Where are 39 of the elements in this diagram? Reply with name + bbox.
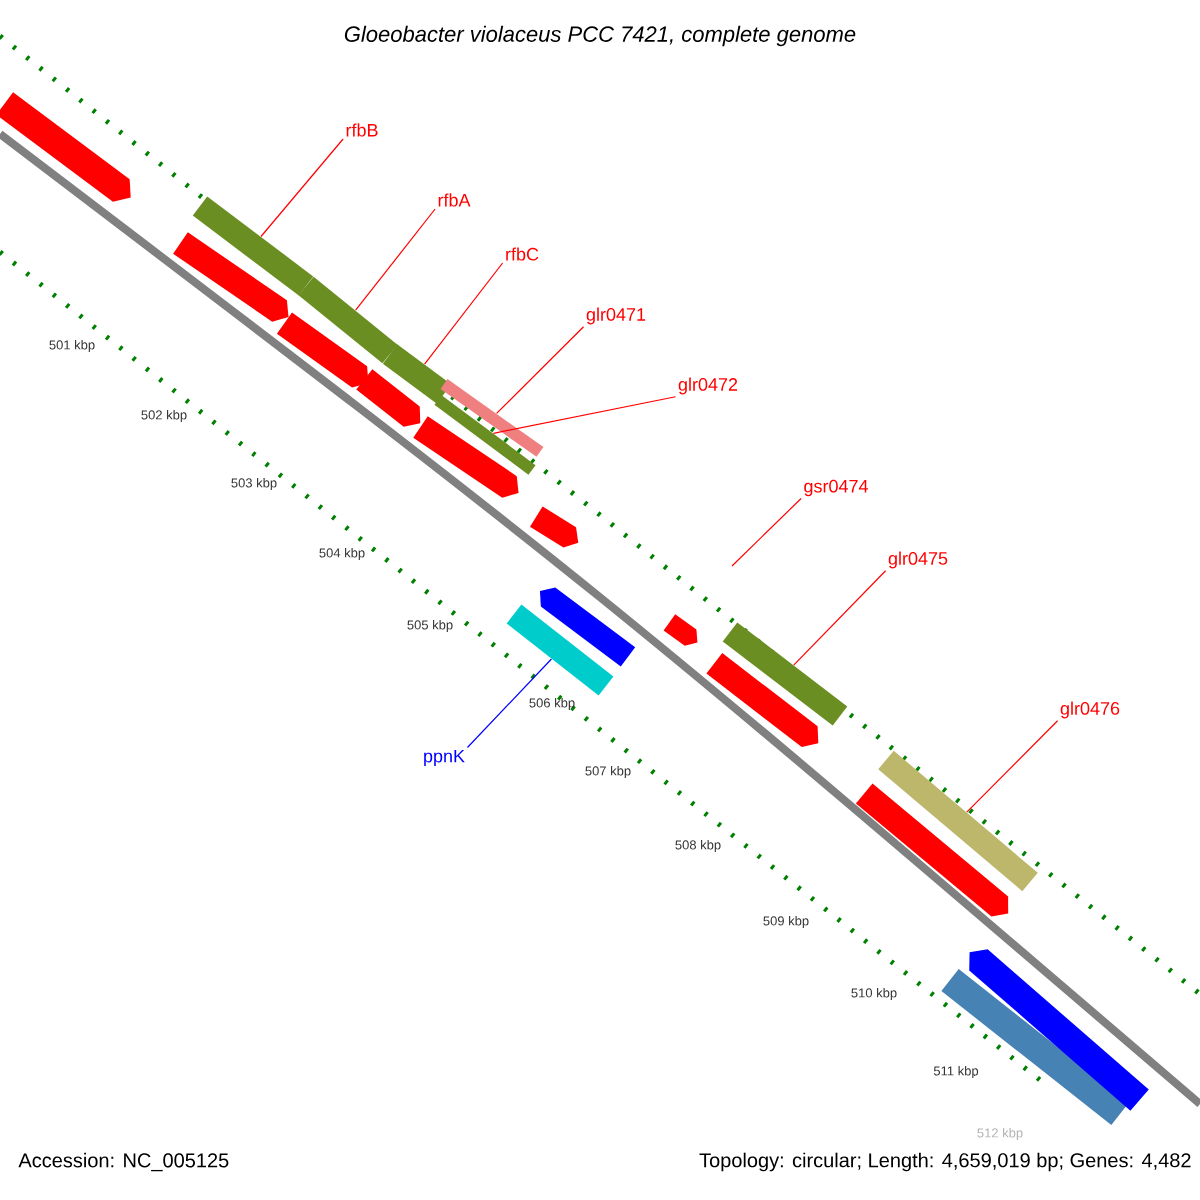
gene-feature [529,506,579,548]
gene-label: glr0476 [1060,701,1120,719]
accession-text: Accession: NC_005125 [18,1152,229,1172]
gene-label: rfbA [438,193,471,207]
genome-info-text: Topology: circular; Length: 4,659,019 bp; Genes: 4,482 [699,1152,1191,1172]
gene-bar [722,622,848,726]
leader-line [793,570,887,666]
gene-bar [506,604,614,696]
gene-bar [298,276,398,364]
gene-label: rfbC [506,247,539,261]
gene-feature [276,312,369,388]
gene-feature [540,587,636,667]
gene-label: glr0475 [888,551,948,569]
leader-line [731,497,802,567]
gene-bar [878,750,1038,892]
gene-label: rfbB [346,123,378,137]
gene-label: gsr0474 [804,479,868,497]
gene-feature [173,232,289,322]
gene-feature [855,783,1009,917]
gene-feature [356,369,421,427]
leader-line [355,208,436,311]
gene-bar [382,344,452,404]
leader-line [966,720,1059,813]
gene-feature [706,653,819,747]
gene-bar [440,379,544,457]
gene-label: glr0471 [586,307,646,325]
leader-line [423,262,504,365]
gene-feature [663,614,698,646]
gene-bar [434,395,536,475]
gene-feature [0,92,131,202]
title: Gloeobacter violaceus PCC 7421, complete genome [344,25,856,47]
leader-line [260,138,344,238]
leader-line [492,396,677,434]
gene-feature [413,416,519,498]
leader-line [496,326,585,414]
leader-line [466,658,553,749]
gene-label: glr0472 [678,377,738,395]
gene-label: ppnK [424,749,465,767]
gene-bar [192,196,314,296]
